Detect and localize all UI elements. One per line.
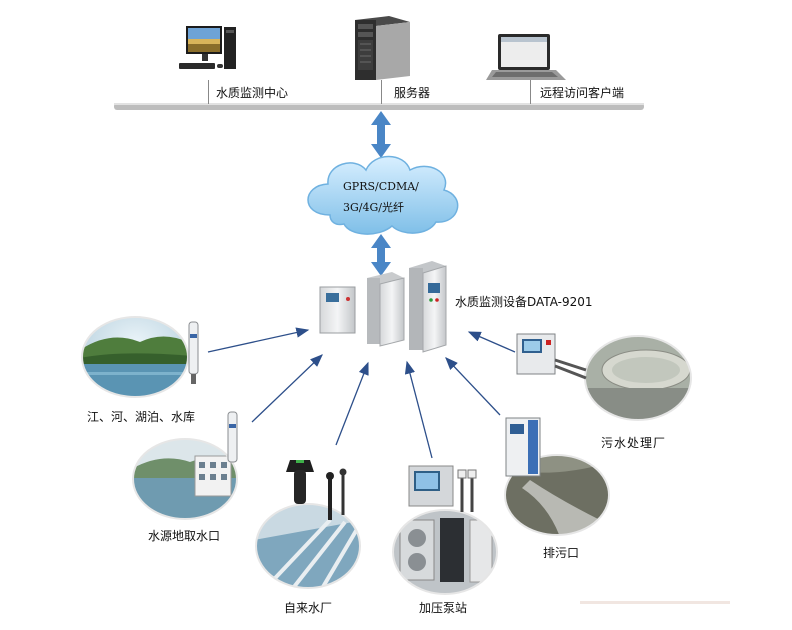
analyzer-instrument-icon <box>516 333 587 380</box>
monitoring-cabinet-icon <box>319 261 447 353</box>
water-quality-probe-icon <box>227 411 238 463</box>
monitoring-box-icon <box>505 417 541 477</box>
data-flow-arrows <box>207 327 516 459</box>
source-label-waterworks: 自来水厂 <box>284 601 333 615</box>
source-label-rivers: 江、河、湖泊、水库 <box>87 410 196 424</box>
lan-bus <box>114 103 644 110</box>
bus-separator <box>208 80 209 104</box>
bus-separator <box>381 80 382 104</box>
cloud-label-line2: 3G/4G/光纤 <box>343 201 404 214</box>
waterworks-photo <box>255 503 361 589</box>
laptop-icon <box>486 34 566 80</box>
sensor-probe-icon <box>286 460 347 520</box>
source-label-pump-station: 加压泵站 <box>419 601 468 615</box>
remote-client-label: 远程访问客户端 <box>540 86 625 100</box>
desktop-computer-icon <box>179 26 236 69</box>
sewage-treatment-photo <box>584 335 692 421</box>
water-intake-photo <box>132 438 238 520</box>
device-label: 水质监测设备DATA-9201 <box>455 295 593 309</box>
bidirectional-arrow-icon <box>371 111 391 158</box>
monitoring-center-label: 水质监测中心 <box>216 86 289 100</box>
pump-station-photo <box>392 509 498 595</box>
source-label-treatment-plant: 污水处理厂 <box>601 436 667 450</box>
bus-separator <box>530 80 531 104</box>
bidirectional-arrow-icon <box>371 234 391 276</box>
server-tower-icon <box>355 16 410 80</box>
cloud-label-line1: GPRS/CDMA/ <box>343 180 419 193</box>
server-label: 服务器 <box>394 86 431 100</box>
water-quality-probe-icon <box>188 321 199 384</box>
source-label-outfall: 排污口 <box>543 546 580 560</box>
analyzer-instrument-icon <box>408 465 477 512</box>
river-lake-photo <box>81 316 189 398</box>
network-cloud-icon <box>307 155 459 235</box>
source-label-intake: 水源地取水口 <box>148 529 221 543</box>
